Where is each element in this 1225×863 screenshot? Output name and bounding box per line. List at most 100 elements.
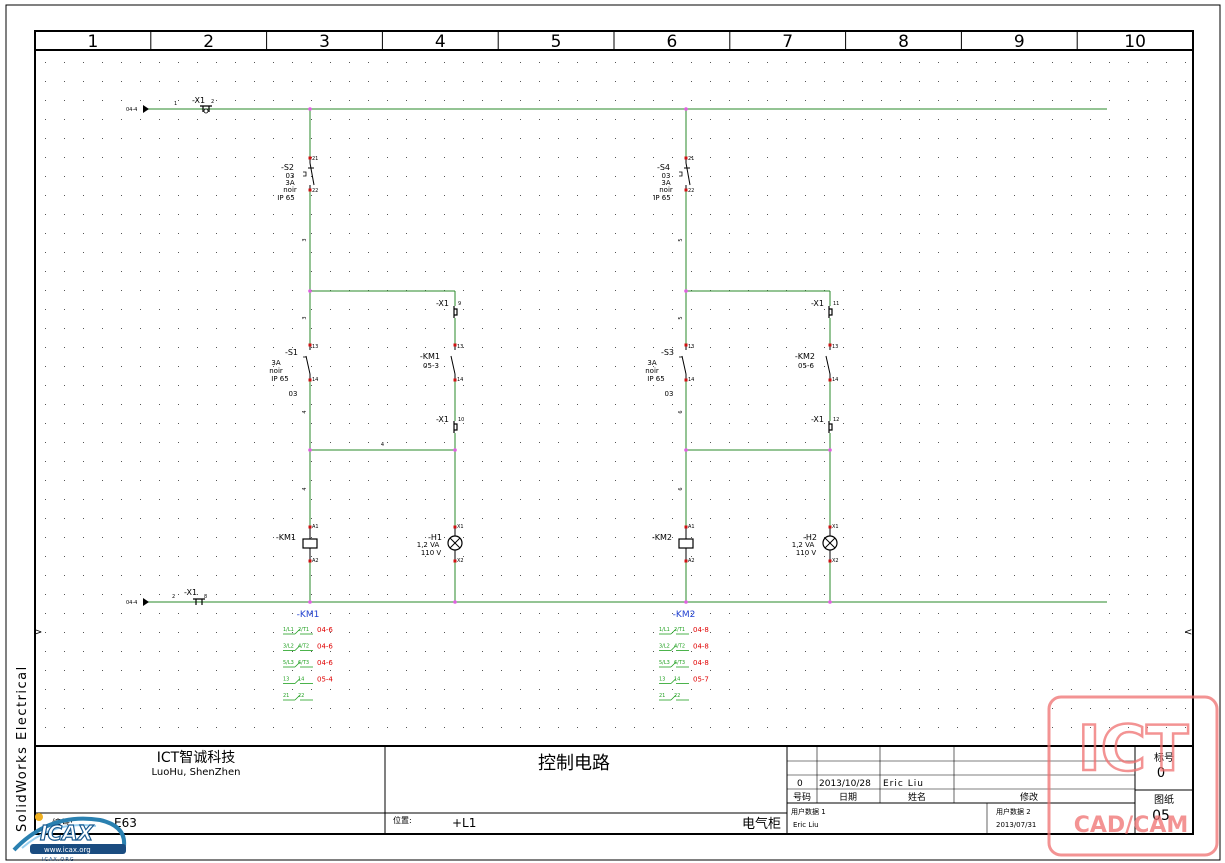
grid-dot <box>957 214 958 215</box>
grid-dot <box>957 480 958 481</box>
grid-dot <box>805 499 806 500</box>
grid-dot <box>938 233 939 234</box>
grid-dot <box>121 290 122 291</box>
grid-dot <box>558 290 559 291</box>
grid-dot <box>1109 290 1110 291</box>
grid-dot <box>957 81 958 82</box>
grid-dot <box>805 233 806 234</box>
grid-dot <box>140 176 141 177</box>
lamp-label: -H1 <box>428 533 442 542</box>
grid-dot <box>957 537 958 538</box>
grid-dot <box>1185 442 1186 443</box>
grid-dot <box>615 290 616 291</box>
grid-dot <box>330 385 331 386</box>
grid-dot <box>615 689 616 690</box>
grid-dot <box>862 537 863 538</box>
grid-dot <box>197 594 198 595</box>
grid-dot <box>482 556 483 557</box>
grid-dot <box>691 651 692 652</box>
grid-dot <box>64 176 65 177</box>
grid-dot <box>102 347 103 348</box>
grid-dot <box>843 575 844 576</box>
grid-dot <box>254 385 255 386</box>
grid-dot <box>197 252 198 253</box>
grid-dot <box>938 670 939 671</box>
grid-dot <box>1128 423 1129 424</box>
column-number: 3 <box>319 32 330 52</box>
grid-dot <box>1071 309 1072 310</box>
grid-dot <box>862 708 863 709</box>
grid-dot <box>1014 442 1015 443</box>
grid-dot <box>1033 518 1034 519</box>
grid-dot <box>501 575 502 576</box>
grid-dot <box>387 461 388 462</box>
grid-dot <box>1128 157 1129 158</box>
grid-dot <box>1090 575 1091 576</box>
grid-dot <box>406 575 407 576</box>
grid-dot <box>292 233 293 234</box>
grid-dot <box>178 347 179 348</box>
grid-dot <box>824 214 825 215</box>
grid-dot <box>159 62 160 63</box>
grid-dot <box>216 157 217 158</box>
grid-dot <box>273 214 274 215</box>
grid-dot <box>64 404 65 405</box>
grid-dot <box>520 575 521 576</box>
grid-dot <box>349 727 350 728</box>
start-line-2: noir <box>269 367 283 375</box>
grid-dot <box>235 727 236 728</box>
grid-dot <box>634 214 635 215</box>
grid-dot <box>140 575 141 576</box>
grid-dot <box>1185 613 1186 614</box>
grid-dot <box>957 252 958 253</box>
grid-dot <box>387 651 388 652</box>
grid-dot <box>45 176 46 177</box>
grid-dot <box>178 708 179 709</box>
grid-dot <box>216 119 217 120</box>
grid-dot <box>824 727 825 728</box>
grid-dot <box>1166 157 1167 158</box>
grid-dot <box>634 157 635 158</box>
grid-dot <box>444 518 445 519</box>
grid-dot <box>292 309 293 310</box>
grid-dot <box>919 708 920 709</box>
grid-dot <box>501 347 502 348</box>
grid-dot <box>159 290 160 291</box>
grid-dot <box>102 366 103 367</box>
grid-dot <box>520 537 521 538</box>
grid-dot <box>330 689 331 690</box>
grid-dot <box>178 423 179 424</box>
grid-dot <box>1128 689 1129 690</box>
grid-dot <box>957 461 958 462</box>
grid-dot <box>1090 594 1091 595</box>
grid-dot <box>976 214 977 215</box>
grid-dot <box>159 499 160 500</box>
top-rail-terminal-ring <box>203 108 209 114</box>
grid-dot <box>558 100 559 101</box>
stop-contact-blade <box>685 162 691 186</box>
grid-dot <box>235 176 236 177</box>
grid-dot <box>596 499 597 500</box>
grid-dot <box>539 100 540 101</box>
grid-dot <box>102 233 103 234</box>
grid-dot <box>330 252 331 253</box>
grid-dot <box>729 537 730 538</box>
grid-dot <box>1090 461 1091 462</box>
grid-dot <box>1052 62 1053 63</box>
grid-dot <box>349 62 350 63</box>
grid-dot <box>938 347 939 348</box>
grid-dot <box>178 366 179 367</box>
grid-dot <box>1052 119 1053 120</box>
grid-dot <box>862 138 863 139</box>
grid-dot <box>1147 157 1148 158</box>
grid-dot <box>292 423 293 424</box>
grid-dot <box>691 119 692 120</box>
grid-dot <box>140 708 141 709</box>
grid-dot <box>767 81 768 82</box>
pin-marker <box>308 188 312 192</box>
drawing-value: 05 <box>1152 808 1170 824</box>
grid-dot <box>976 404 977 405</box>
grid-dot <box>1185 62 1186 63</box>
grid-dot <box>311 176 312 177</box>
grid-dot <box>653 575 654 576</box>
